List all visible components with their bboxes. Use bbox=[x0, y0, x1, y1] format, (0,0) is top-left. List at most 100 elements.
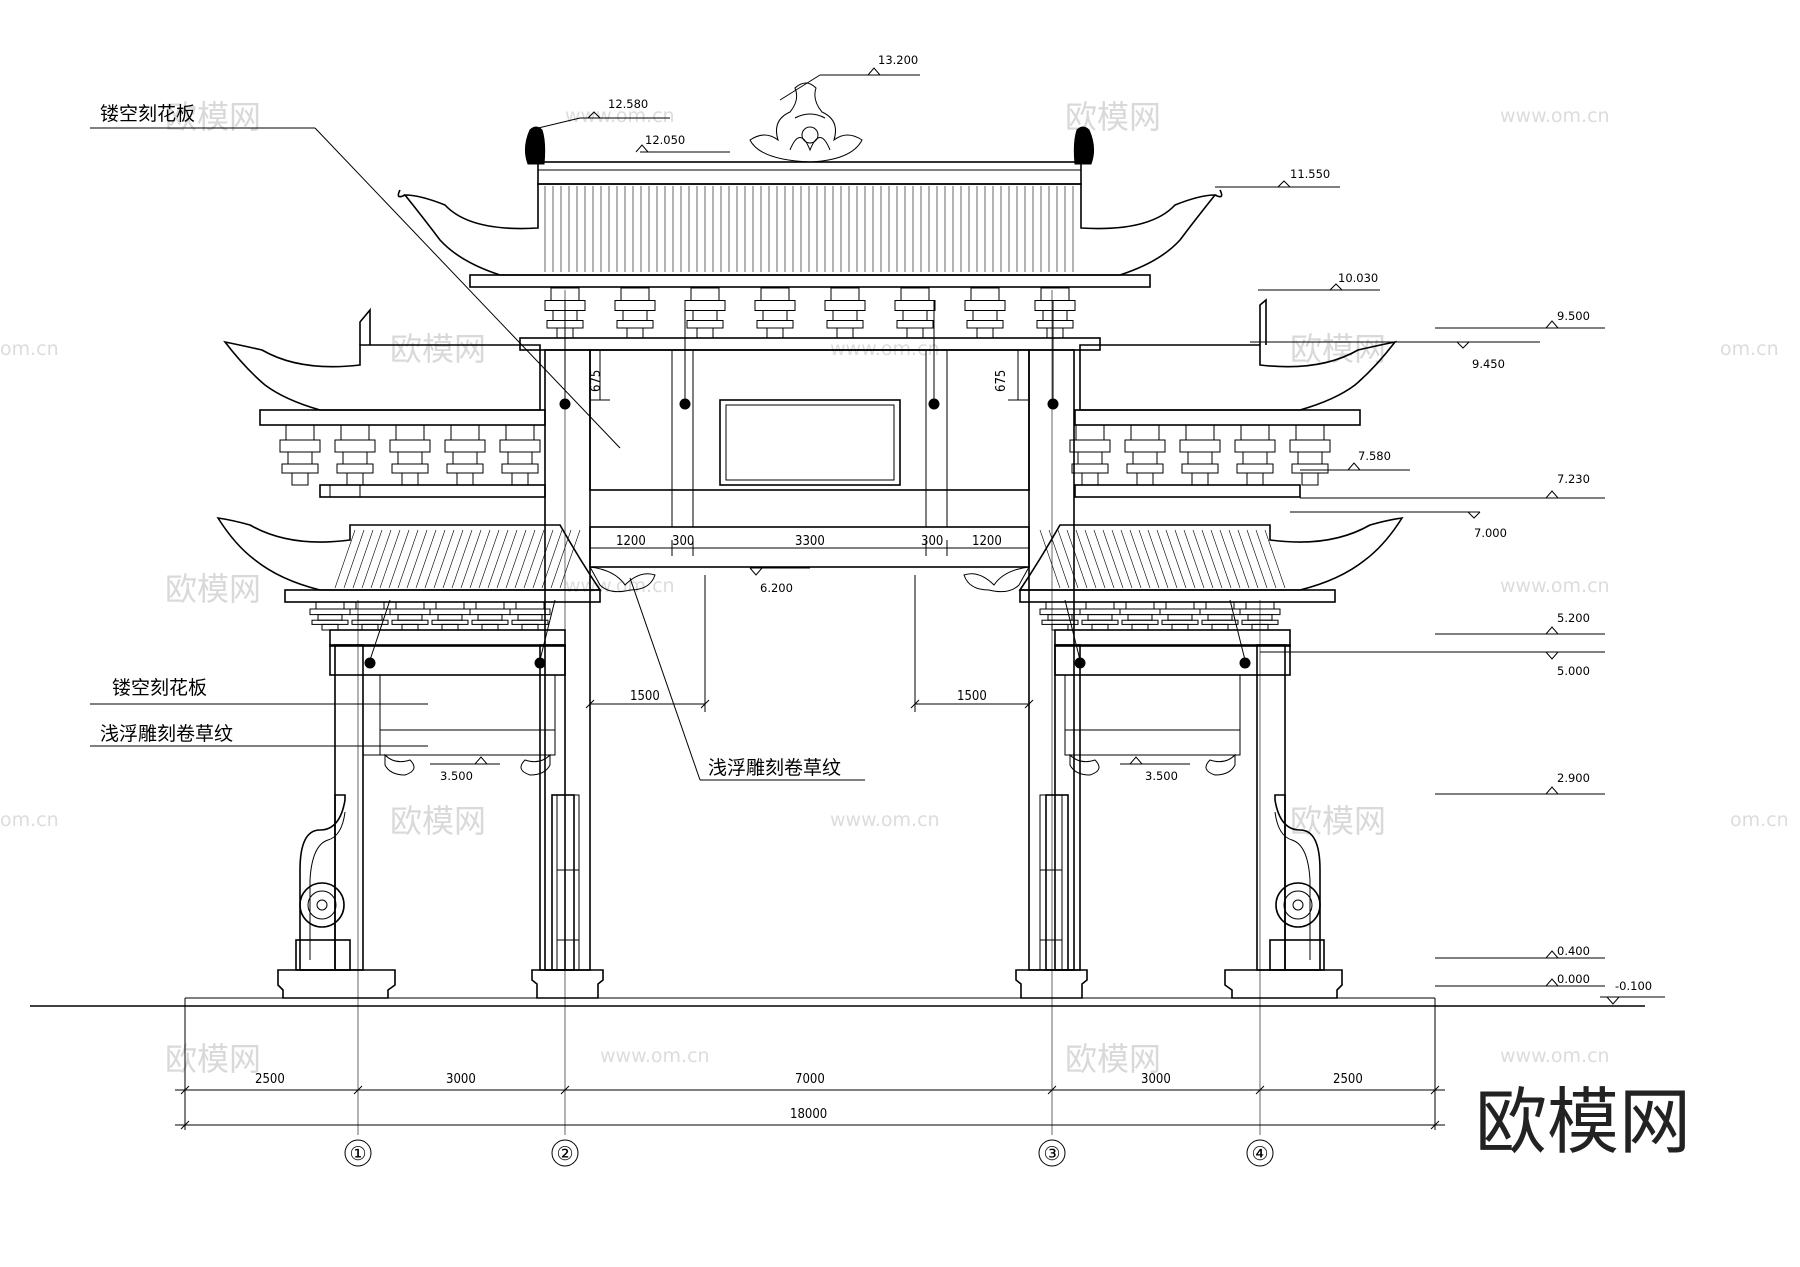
brand-logo-text: 欧模网 bbox=[1475, 1080, 1691, 1164]
watermark-text: 欧模网 bbox=[1290, 802, 1386, 840]
level-0400: 0.400 bbox=[1557, 944, 1590, 958]
dim-1200-right: 1200 bbox=[972, 534, 1002, 549]
dim-300-left: 300 bbox=[672, 534, 694, 549]
axis-4: ④ bbox=[1251, 1143, 1268, 1165]
bracket-set bbox=[279, 424, 321, 486]
annotation-leaders bbox=[90, 127, 865, 781]
dim-2500-right: 2500 bbox=[1333, 1072, 1363, 1087]
level-9500: 9.500 bbox=[1557, 309, 1590, 323]
dim-3000-left: 3000 bbox=[446, 1072, 476, 1087]
bracket-set bbox=[754, 287, 796, 339]
bracket-sets bbox=[1039, 601, 1281, 631]
level-5000: 5.000 bbox=[1557, 664, 1590, 678]
side-lanterns bbox=[364, 599, 1251, 669]
top-roof-tiles bbox=[544, 186, 1074, 272]
dim-675-right: 675 bbox=[994, 370, 1009, 392]
bracket-sets bbox=[309, 601, 551, 631]
axis-2: ② bbox=[556, 1143, 573, 1165]
bracket-set bbox=[1124, 424, 1166, 486]
bracket-set bbox=[1034, 287, 1076, 339]
bracket-set bbox=[824, 287, 866, 339]
level-7230: 7.230 bbox=[1557, 472, 1590, 486]
watermark-url: www.om.cn bbox=[565, 105, 675, 127]
watermark-text: 欧模网 bbox=[1290, 330, 1386, 368]
level-10030: 10.030 bbox=[1338, 271, 1378, 285]
dim-300-right: 300 bbox=[921, 534, 943, 549]
annotation-label: 镂空刻花板 bbox=[100, 103, 195, 125]
level-12580: 12.580 bbox=[608, 97, 648, 111]
watermark-text: 欧模网 bbox=[165, 98, 261, 136]
axis-1: ① bbox=[349, 1143, 366, 1165]
left-upper-roof bbox=[223, 307, 546, 498]
watermark-url: www.om.cn bbox=[1500, 1045, 1610, 1067]
watermark-url: om.cn bbox=[0, 338, 59, 360]
watermark-url: www.om.cn bbox=[600, 1045, 710, 1067]
level-9450: 9.450 bbox=[1472, 357, 1505, 371]
bracket-set bbox=[334, 424, 376, 486]
watermark-text: 欧模网 bbox=[390, 802, 486, 840]
bracket-set bbox=[1179, 424, 1221, 486]
watermark-url: www.om.cn bbox=[830, 338, 940, 360]
watermark-url: www.om.cn bbox=[1500, 105, 1610, 127]
left-lower-roof bbox=[216, 516, 602, 647]
dim-1200-left: 1200 bbox=[616, 534, 646, 549]
bracket-set bbox=[389, 601, 431, 631]
level-0000: 0.000 bbox=[1557, 972, 1590, 986]
dim-1500-left: 1500 bbox=[630, 689, 660, 704]
level-12050: 12.050 bbox=[645, 133, 685, 147]
inner-dimensions: 675 675 1200 300 3300 300 1200 1500 1500 bbox=[585, 349, 1034, 712]
ground-line bbox=[30, 997, 1645, 1130]
bracket-set bbox=[614, 287, 656, 339]
watermark-url: om.cn bbox=[0, 809, 59, 831]
watermark-url: www.om.cn bbox=[565, 575, 675, 597]
bracket-set bbox=[309, 601, 351, 631]
watermark-url: www.om.cn bbox=[1500, 575, 1610, 597]
level-6200: 6.200 bbox=[760, 581, 793, 595]
right-bay bbox=[1045, 644, 1343, 999]
level-13200: 13.200 bbox=[878, 53, 918, 67]
bracket-set bbox=[469, 601, 511, 631]
watermark-text: 欧模网 bbox=[1065, 1040, 1161, 1078]
dim-3300: 3300 bbox=[795, 534, 825, 549]
level-11550: 11.550 bbox=[1290, 167, 1330, 181]
watermark-text: 欧模网 bbox=[165, 1040, 261, 1078]
bracket-set bbox=[1119, 601, 1161, 631]
bracket-set bbox=[1289, 424, 1331, 486]
ridge-ornament bbox=[749, 82, 863, 163]
level-2900: 2.900 bbox=[1557, 771, 1590, 785]
level-7580: 7.580 bbox=[1358, 449, 1391, 463]
right-lower-roof bbox=[1018, 516, 1404, 647]
bracket-set bbox=[429, 601, 471, 631]
bracket-set bbox=[684, 287, 726, 339]
bottom-dimensions: 2500 3000 7000 3000 2500 18000 bbox=[175, 1072, 1445, 1130]
bracket-set bbox=[499, 424, 541, 486]
top-roof bbox=[397, 82, 1223, 351]
watermark-text: 欧模网 bbox=[390, 330, 486, 368]
level-minus-0100: -0.100 bbox=[1615, 979, 1652, 993]
watermarks: 欧模网 www.om.cn 欧模网 www.om.cn om.cn 欧模网 ww… bbox=[0, 98, 1789, 1078]
central-bay bbox=[531, 300, 1088, 999]
dim-2500-left: 2500 bbox=[255, 1072, 285, 1087]
bracket-sets bbox=[279, 424, 541, 486]
axis-3: ③ bbox=[1043, 1143, 1060, 1165]
axis-lines bbox=[357, 290, 1261, 1135]
bracket-set bbox=[1159, 601, 1201, 631]
level-3500-right: 3.500 bbox=[1145, 769, 1178, 783]
level-3500-left: 3.500 bbox=[440, 769, 473, 783]
top-bracket-sets bbox=[544, 287, 1076, 339]
bracket-set bbox=[1234, 424, 1276, 486]
bracket-set bbox=[444, 424, 486, 486]
dim-total-18000: 18000 bbox=[790, 1107, 827, 1122]
level-5200: 5.200 bbox=[1557, 611, 1590, 625]
annotation-label: 浅浮雕刻卷草纹 bbox=[708, 757, 841, 779]
bracket-set bbox=[389, 424, 431, 486]
bracket-sets bbox=[1069, 424, 1331, 486]
dim-675-left: 675 bbox=[589, 370, 604, 392]
bracket-set bbox=[349, 601, 391, 631]
dim-1500-right: 1500 bbox=[957, 689, 987, 704]
watermark-url: om.cn bbox=[1730, 809, 1789, 831]
annotation-label: 镂空刻花板 bbox=[112, 677, 207, 699]
bracket-set bbox=[894, 287, 936, 339]
level-markers: 13.200 12.580 12.050 11.550 10.030 9.500… bbox=[430, 53, 1665, 1005]
